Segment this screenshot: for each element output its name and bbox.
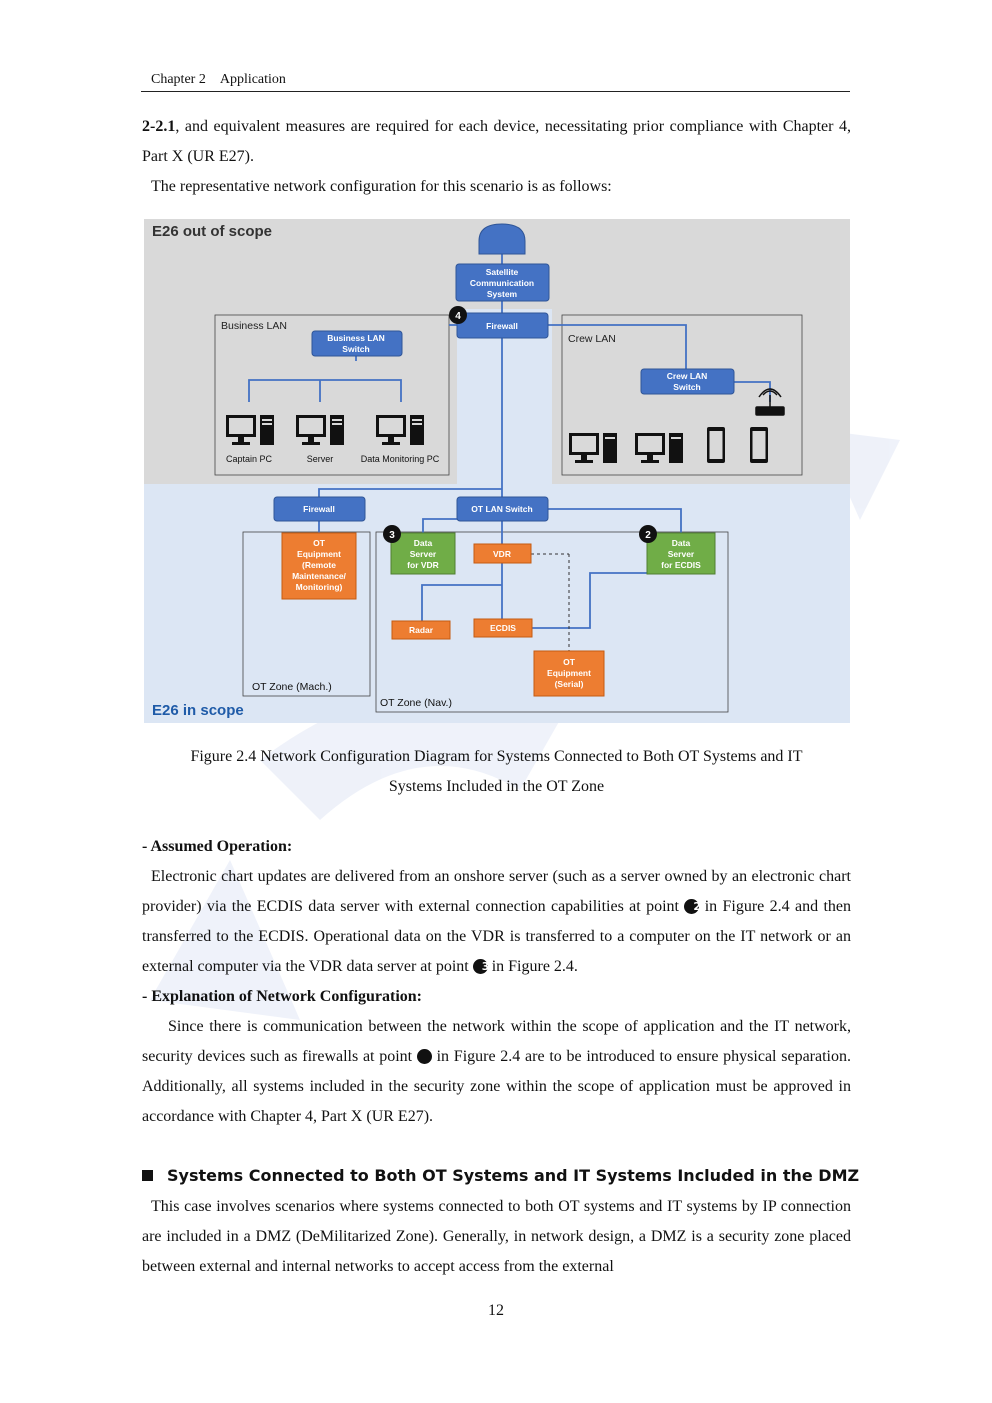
svg-text:Equipment: Equipment <box>297 549 341 559</box>
ot-zone-nav <box>375 531 729 713</box>
data-monitoring-pc-icon <box>376 415 424 445</box>
assumed-operation-heading: - Assumed Operation: <box>142 838 293 855</box>
svg-text:Data: Data <box>672 538 691 548</box>
header-chapter: Chapter 2 <box>151 72 206 87</box>
header-section: Application <box>219 72 286 87</box>
business-switch-node: Business LAN Switch <box>311 330 403 357</box>
svg-text:Firewall: Firewall <box>486 321 518 331</box>
marker-4: 4 <box>449 306 467 324</box>
ot-zone-mach-label: OT Zone (Mach.) <box>252 681 332 693</box>
server-label: Server <box>307 454 334 464</box>
business-lan-zone <box>214 314 450 476</box>
vdr-node: VDR <box>473 543 532 564</box>
marker-3: 3 <box>383 525 401 543</box>
firewall-left-node: Firewall <box>273 496 366 522</box>
svg-text:Maintenance/: Maintenance/ <box>292 571 346 581</box>
data-server-ecdis-node: Data Server for ECDIS <box>646 532 716 575</box>
svg-text:Crew LAN: Crew LAN <box>667 371 708 381</box>
crew-phone-icon-1 <box>707 427 725 463</box>
network-diagram: E26 out of scope E26 in scope Business L… <box>144 219 850 723</box>
svg-text:Firewall: Firewall <box>303 504 335 514</box>
marker-2: 2 <box>639 525 657 543</box>
svg-text:Equipment: Equipment <box>547 668 591 678</box>
assumed-text-a: Electronic chart updates are delivered f… <box>142 868 851 915</box>
intro-ref: 2-2.1 <box>142 118 176 135</box>
svg-text:Satellite: Satellite <box>486 267 519 277</box>
server-pc-icon <box>296 415 344 445</box>
bullet-square-icon <box>142 1170 153 1181</box>
svg-text:Switch: Switch <box>673 382 700 392</box>
crew-pc-icon-1 <box>569 433 617 463</box>
satellite-antenna <box>478 223 526 255</box>
intro-text: , and equivalent measures are required f… <box>142 118 851 165</box>
crew-pc-icon-2 <box>635 433 683 463</box>
firewall-top-node: Firewall <box>456 312 549 339</box>
captain-pc-icon <box>226 415 274 445</box>
dmz-paragraph: This case involves scenarios where syste… <box>142 1198 851 1275</box>
assumed-text-c: in Figure 2.4. <box>487 958 578 975</box>
intro-paragraph: 2-2.1, and equivalent measures are requi… <box>142 112 851 172</box>
svg-text:OT LAN Switch: OT LAN Switch <box>471 504 532 514</box>
crew-lan-label: Crew LAN <box>568 333 616 345</box>
header-rule <box>141 91 850 92</box>
svg-text:Monitoring): Monitoring) <box>296 582 343 592</box>
wifi-router-icon <box>755 388 785 416</box>
page-number: 12 <box>488 1302 504 1319</box>
figure-caption-line1: Figure 2.4 Network Configuration Diagram… <box>190 748 803 765</box>
svg-text:Switch: Switch <box>342 344 369 354</box>
dmz-section-heading: Systems Connected to Both OT Systems and… <box>142 1166 859 1185</box>
ecdis-node: ECDIS <box>473 618 533 638</box>
business-lan-label: Business LAN <box>221 320 287 332</box>
ot-equipment-remote-node: OT Equipment (Remote Maintenance/ Monito… <box>281 532 357 600</box>
out-scope-label: E26 out of scope <box>152 223 272 240</box>
explanation-text-a: Since there is communication between the… <box>142 1018 851 1065</box>
svg-text:VDR: VDR <box>493 549 511 559</box>
svg-text:Radar: Radar <box>409 625 434 635</box>
assumed-text-b: in Figure 2.4 and then transferred to th… <box>142 898 851 975</box>
ot-lan-switch-node: OT LAN Switch <box>456 496 549 522</box>
radar-node: Radar <box>391 620 451 640</box>
assumed-operation-paragraph: Electronic chart updates are delivered f… <box>142 862 851 982</box>
ot-equipment-serial-node: OT Equipment (Serial) <box>533 650 605 697</box>
explanation-paragraph: Since there is communication between the… <box>142 1012 851 1132</box>
ot-zone-nav-label: OT Zone (Nav.) <box>380 697 452 709</box>
captain-pc-label: Captain PC <box>226 454 273 464</box>
svg-text:Server: Server <box>410 549 437 559</box>
svg-text:(Remote: (Remote <box>302 560 336 570</box>
explanation-text-b: in Figure 2.4 are to be introduced to en… <box>142 1048 851 1125</box>
ot-zone-mach <box>242 531 371 697</box>
svg-text:3: 3 <box>389 530 395 541</box>
crew-switch-node: Crew LAN Switch <box>640 368 735 395</box>
svg-text:System: System <box>487 289 518 299</box>
running-header: Chapter 2 Application <box>151 72 286 88</box>
data-server-vdr-node: Data Server for VDR <box>390 532 456 575</box>
crew-lan-zone <box>561 314 803 476</box>
intro-lead: The representative network configuration… <box>151 178 612 195</box>
dmz-heading-text: Systems Connected to Both OT Systems and… <box>167 1166 860 1185</box>
satellite-system-node: Satellite Communication System <box>455 263 550 302</box>
svg-text:ECDIS: ECDIS <box>490 623 516 633</box>
explanation-heading: - Explanation of Network Configuration: <box>142 988 423 1005</box>
svg-text:(Serial): (Serial) <box>555 679 584 689</box>
svg-text:for ECDIS: for ECDIS <box>661 560 701 570</box>
svg-text:Data: Data <box>414 538 433 548</box>
svg-text:OT: OT <box>563 657 576 667</box>
crew-phone-icon-2 <box>750 427 768 463</box>
figure-caption-line2: Systems Included in the OT Zone <box>388 778 605 795</box>
svg-text:4: 4 <box>455 311 461 322</box>
marker-3-inline: 3 <box>472 959 489 974</box>
svg-text:Business LAN: Business LAN <box>327 333 385 343</box>
in-scope-label: E26 in scope <box>152 702 244 719</box>
marker-4-inline: 4 <box>416 1049 451 1064</box>
svg-text:Communication: Communication <box>470 278 534 288</box>
svg-text:2: 2 <box>645 530 651 541</box>
marker-2-inline: 2 <box>684 899 701 914</box>
data-monitoring-pc-label: Data Monitoring PC <box>361 454 440 464</box>
svg-text:Server: Server <box>668 549 695 559</box>
svg-text:OT: OT <box>313 538 326 548</box>
svg-text:for VDR: for VDR <box>407 560 439 570</box>
